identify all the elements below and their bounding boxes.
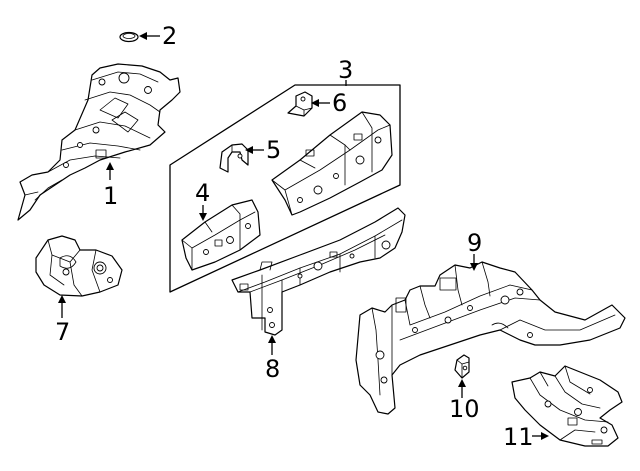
assembly-group-outline (169, 84, 401, 293)
callout-7: 7 (55, 318, 70, 346)
part-5-bracket (219, 143, 249, 173)
callout-1: 1 (103, 182, 118, 210)
part-6-bracket (287, 91, 313, 117)
part-4-extension (181, 199, 261, 271)
callout-4: 4 (195, 179, 210, 207)
callout-6: 6 (332, 89, 347, 117)
callout-5: 5 (266, 136, 281, 164)
callout-9: 9 (467, 229, 482, 257)
part-10-clip (454, 354, 470, 379)
part-1-apron-assembly (17, 63, 181, 221)
callout-2: 2 (162, 22, 177, 50)
callout-8: 8 (265, 355, 280, 383)
callout-3: 3 (338, 56, 353, 84)
part-9-frame-assembly (355, 261, 626, 415)
part-2-plug (119, 31, 139, 43)
part-7-bracket (35, 235, 123, 297)
part-3-upper-rail (271, 111, 393, 216)
leader-lines (58, 32, 549, 440)
callout-11: 11 (503, 423, 534, 451)
part-8-front-rail (231, 207, 406, 336)
part-11-lower-bracket (511, 365, 623, 447)
callout-10: 10 (449, 395, 480, 423)
